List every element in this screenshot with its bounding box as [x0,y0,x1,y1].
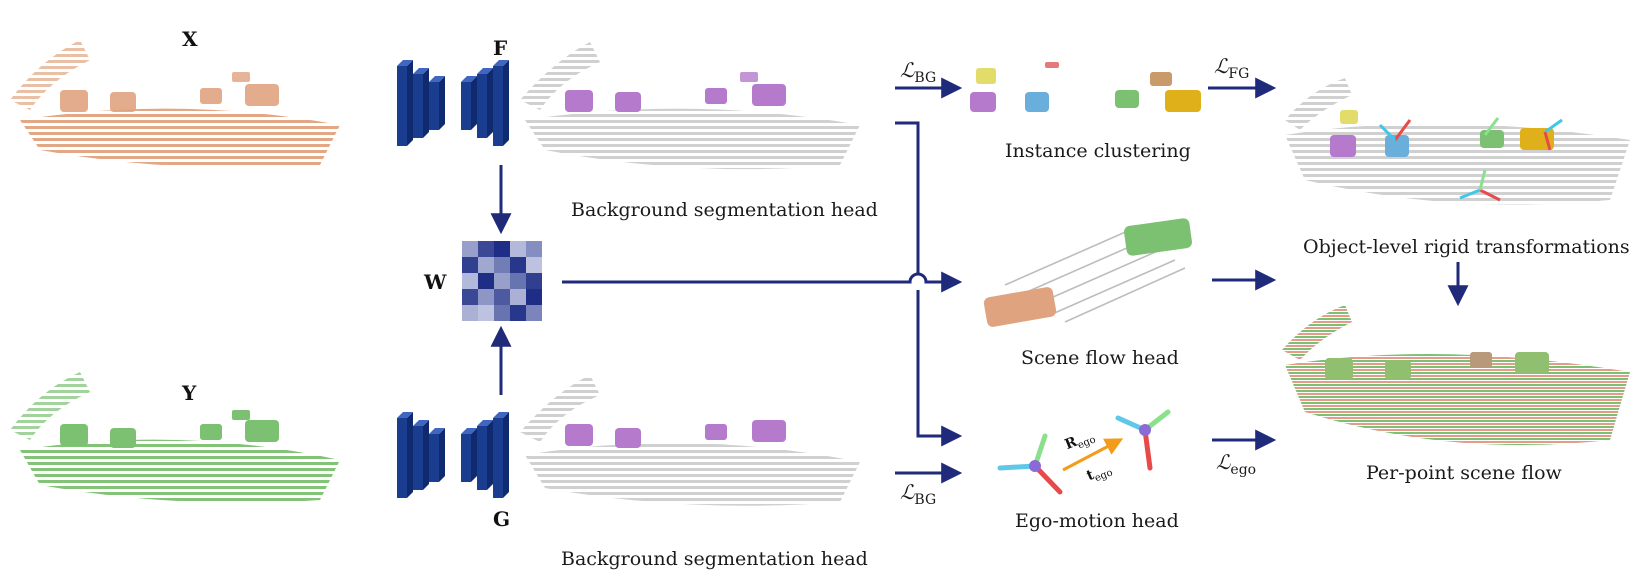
network-f-block-side [439,76,445,130]
symbol-g: G [493,507,511,531]
bg-segmentation-cloud-top [520,42,860,170]
matrix-cell [494,305,510,321]
network-g-block [493,418,503,498]
feature-network-g [397,412,509,498]
feature-network-f [397,60,509,146]
matrix-cell [462,289,478,305]
network-g-block-top [461,428,477,434]
matrix-cell [478,241,494,257]
matrix-cell [494,257,510,273]
per-point-flow-cloud [1282,305,1630,446]
matrix-cell [494,273,510,289]
matrix-cell [510,305,526,321]
network-g-block-side [407,412,413,498]
network-g-block-top [397,412,413,418]
network-g-block-side [439,428,445,482]
network-f-block-side [407,60,413,146]
affinity-matrix-w [462,241,542,321]
caption-object-rigid: Object-level rigid transformations [1303,236,1630,258]
object-transform-cloud [1285,78,1630,205]
loss-bg-bottom: ℒBG [900,480,937,508]
caption-per-point-flow: Per-point scene flow [1366,462,1562,484]
symbol-f: F [493,36,508,60]
matrix-cell [462,273,478,289]
network-f-block [397,66,407,146]
network-f-block [413,74,423,138]
network-f-block-top [477,68,493,74]
network-f-block-side [423,68,429,138]
network-f-block [429,82,439,130]
network-g-block-side [471,428,477,482]
matrix-cell [462,257,478,273]
point-cloud-x [10,40,340,168]
network-g-block-side [487,420,493,490]
matrix-cell [526,289,542,305]
network-g-block [461,434,471,482]
loss-bg-top: ℒBG [900,58,937,86]
network-g-block [477,426,487,490]
network-f-block-top [397,60,413,66]
matrix-cell [526,257,542,273]
network-f-block-side [487,68,493,138]
matrix-cell [510,241,526,257]
matrix-cell [526,273,542,289]
caption-instance-clustering: Instance clustering [1005,140,1191,162]
connectors [490,77,1469,484]
network-g-block-top [493,412,509,418]
network-f-block [493,66,503,146]
matrix-cell [478,273,494,289]
network-f-block-side [503,60,509,146]
network-f-block-side [471,76,477,130]
loss-ego: ℒego [1216,450,1257,478]
network-f-block-top [413,68,429,74]
network-g-block-top [429,428,445,434]
caption-scene-flow-head: Scene flow head [1021,347,1179,369]
arrow-w-to-flow [562,271,963,293]
caption-ego-motion-head: Ego-motion head [1015,510,1179,532]
instance-clustering-visual [970,62,1201,112]
matrix-cell [462,241,478,257]
point-cloud-y [10,372,340,503]
network-f-block-top [429,76,445,82]
network-g-block-top [413,420,429,426]
matrix-cell [510,273,526,289]
symbol-y: Y [182,381,197,405]
matrix-cell [494,289,510,305]
scene-flow-visual [983,218,1192,327]
matrix-cell [510,289,526,305]
arrow-bg-to-ego [916,290,963,447]
network-g-block [413,426,423,490]
network-f-block [461,82,471,130]
network-g-block [429,434,439,482]
matrix-cell [526,305,542,321]
symbol-x: X [182,27,198,51]
network-g-block-side [423,420,429,490]
loss-fg: ℒFG [1214,54,1250,82]
matrix-cell [526,241,542,257]
symbol-w: W [424,270,447,294]
ego-motion-visual [997,409,1171,495]
network-f-block-top [493,60,509,66]
network-g-block-side [503,412,509,498]
arrow-bg-split [895,121,920,274]
bg-segmentation-cloud-bottom [520,375,860,506]
network-f-block [477,74,487,138]
network-g-block [397,418,407,498]
matrix-cell [478,257,494,273]
matrix-cell [462,305,478,321]
matrix-cell [478,305,494,321]
network-g-block-top [477,420,493,426]
network-f-block-top [461,76,477,82]
matrix-cell [478,289,494,305]
caption-bg-seg-top: Background segmentation head [571,199,878,221]
matrix-cell [510,257,526,273]
matrix-cell [494,241,510,257]
caption-bg-seg-bottom: Background segmentation head [561,548,868,570]
